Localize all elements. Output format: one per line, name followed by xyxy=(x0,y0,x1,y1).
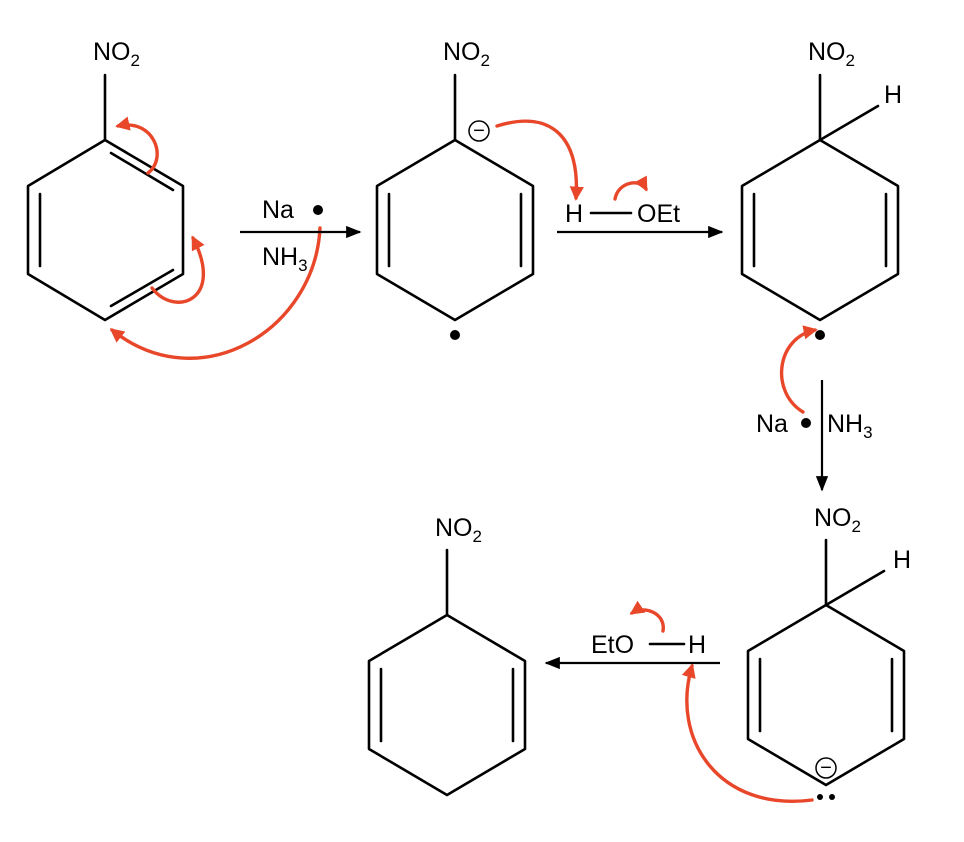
reaction-arrow-3: Na NH3 xyxy=(756,380,873,492)
radical-dot xyxy=(815,330,825,340)
nitro-group-label: NO2 xyxy=(814,504,861,536)
curly-arrow-bond-to-oxygen xyxy=(629,600,665,633)
svg-text:−: − xyxy=(820,757,832,779)
negative-charge: − xyxy=(468,120,490,142)
proton-h: H xyxy=(565,200,583,228)
nitro-group-label: NO2 xyxy=(808,38,855,70)
svg-text:−: − xyxy=(473,120,485,142)
lone-pair xyxy=(817,794,835,800)
cyclohexadienyl-radical: NO2 H xyxy=(740,38,902,340)
cyclohexadienyl-anion: NO2 H − xyxy=(746,504,911,800)
nitro-group-label: NO2 xyxy=(435,514,482,546)
reagent-ammonia: NH3 xyxy=(827,410,873,442)
ethoxy-label: OEt xyxy=(637,200,680,228)
radical-anion: NO2 − xyxy=(375,38,535,340)
nitrobenzene: NO2 xyxy=(26,38,185,322)
nitrobenzene-ring xyxy=(26,73,185,322)
curly-arrow-ring-shift xyxy=(150,235,206,304)
reaction-arrow-2: H OEt xyxy=(557,175,724,239)
curly-arrow-lone-pair-to-proton xyxy=(681,663,814,803)
hydrogen-label: H xyxy=(893,546,911,574)
nitro-group-label: NO2 xyxy=(93,38,140,70)
electron-dot xyxy=(313,205,323,215)
reagent-ammonia: NH3 xyxy=(262,243,308,275)
electron-dot xyxy=(801,418,811,428)
hydrogen-label: H xyxy=(884,81,902,109)
product-cyclohexadiene: NO2 xyxy=(367,514,527,797)
reaction-arrow-4: EtO H xyxy=(544,600,720,670)
radical-dot xyxy=(450,330,460,340)
proton-h: H xyxy=(688,631,706,659)
reagent-sodium: Na xyxy=(262,196,294,224)
curly-arrow-electron-to-para xyxy=(109,226,322,360)
curly-arrow-to-ipso xyxy=(115,116,159,175)
curly-arrow-anion-to-proton xyxy=(495,119,584,201)
ethoxide-label: EtO xyxy=(591,631,634,659)
reaction-arrow-1: Na NH3 xyxy=(240,196,362,275)
reagent-sodium: Na xyxy=(756,410,788,438)
curly-arrow-electron-to-radical xyxy=(779,325,818,414)
curly-arrow-bond-to-oxygen xyxy=(613,175,648,201)
nitro-group-label: NO2 xyxy=(443,38,490,70)
negative-charge: − xyxy=(815,757,837,779)
